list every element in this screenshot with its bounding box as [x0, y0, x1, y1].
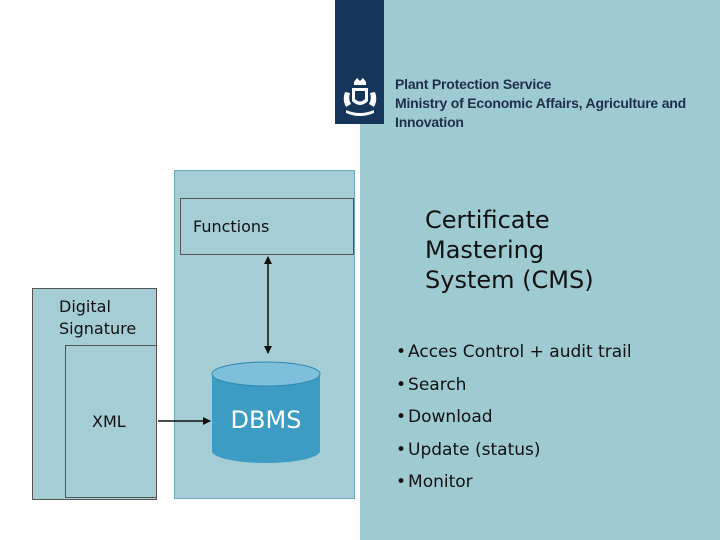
org-name-line-3: Innovation: [395, 114, 464, 130]
digital-signature-line-1: Digital: [59, 297, 111, 316]
organization-name: Plant Protection Service Ministry of Eco…: [395, 75, 715, 132]
org-name-line-2: Ministry of Economic Affairs, Agricultur…: [395, 95, 687, 111]
xml-label: XML: [92, 412, 126, 431]
feature-item-access-control: Acces Control + audit trail: [396, 336, 716, 369]
dbms-label: DBMS: [230, 406, 302, 434]
feature-item-monitor: Monitor: [396, 466, 716, 499]
functions-box: Functions: [180, 198, 354, 255]
cms-title-line-1: Certificate: [425, 206, 550, 234]
functions-label: Functions: [193, 217, 270, 236]
feature-list: Acces Control + audit trail Search Downl…: [396, 336, 716, 499]
cms-title-line-3: System (CMS): [425, 266, 594, 294]
dbms-cylinder: [211, 361, 321, 463]
org-name-line-1: Plant Protection Service: [395, 76, 552, 92]
feature-item-search: Search: [396, 369, 716, 402]
feature-item-update: Update (status): [396, 434, 716, 467]
digital-signature-label: Digital Signature: [59, 296, 159, 340]
feature-item-download: Download: [396, 401, 716, 434]
cms-title: Certificate Mastering System (CMS): [425, 205, 705, 295]
cms-title-line-2: Mastering: [425, 236, 545, 264]
digital-signature-line-2: Signature: [59, 319, 137, 338]
royal-crest-icon: [343, 78, 377, 116]
xml-box: XML: [65, 345, 157, 498]
